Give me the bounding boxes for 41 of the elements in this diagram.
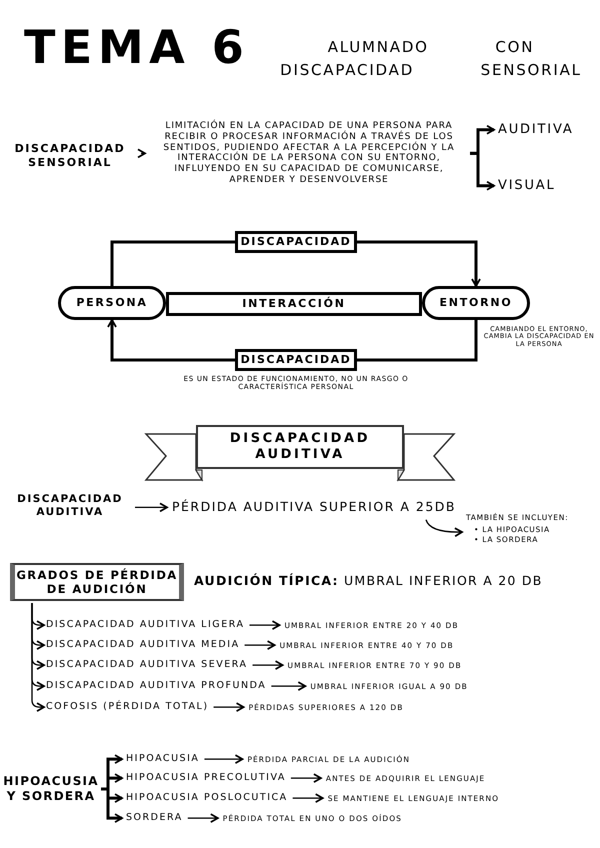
heading-text: HIPOACUSIA Y SORDERA xyxy=(2,774,100,804)
arrow xyxy=(135,502,168,512)
arrow xyxy=(31,603,45,712)
item-text: DISCAPACIDAD AUDITIVA SEVERA xyxy=(46,658,248,672)
arrow xyxy=(214,702,244,712)
category-text: AUDITIVA xyxy=(498,120,574,140)
scroll-banner: GRADOS DE PÉRDIDA DE AUDICIÓN xyxy=(10,563,184,601)
subtitle: ALUMNADO CON DISCAPACIDAD SENSORIAL xyxy=(279,37,583,80)
item-text: HIPOACUSIA POSLOCUTICA xyxy=(126,791,288,806)
pill-node: ENTORNO xyxy=(422,286,530,320)
arrow xyxy=(204,754,244,764)
arrow xyxy=(244,640,276,650)
arrow xyxy=(188,813,219,824)
definition-text: AUDICIÓN TÍPICA: UMBRAL INFERIOR A 20 DB xyxy=(194,572,543,590)
label-box: DISCAPACIDAD xyxy=(235,349,357,371)
arrow xyxy=(249,620,280,630)
item-text: HIPOACUSIA xyxy=(126,752,200,766)
item-text: SORDERA xyxy=(126,811,183,826)
pill-node: PERSONA xyxy=(58,286,166,320)
item-text: DISCAPACIDAD AUDITIVA PROFUNDA xyxy=(46,679,266,694)
title: TEMA 6 xyxy=(24,24,250,70)
item-text: COFOSIS (PÉRDIDA TOTAL) xyxy=(46,700,209,714)
definition-text: LIMITACIÓN EN LA CAPACIDAD DE UNA PERSONA PARA RECIBIR O PROCESAR INFORMACIÓN A TRAVÉS DE LOS SENTIDOS, PUDIENDO AFECTAR A LA PERCEPCIÓN Y LA INTERACCIÓN DE LA PERSONA CON SU ENTORNO, INFLUYENDO EN SU CAPACIDAD DE COMUNICARSE, APRENDER Y DESENVOLVERSE xyxy=(150,121,468,186)
arrow xyxy=(290,773,322,784)
item-text: DISCAPACIDAD AUDITIVA MEDIA xyxy=(46,638,240,652)
arrow xyxy=(292,793,324,804)
arrow xyxy=(252,660,284,670)
item-text: DISCAPACIDAD AUDITIVA LIGERA xyxy=(46,618,244,632)
heading-text: DISCAPACIDAD SENSORIAL xyxy=(4,142,136,170)
arrow xyxy=(425,520,463,537)
arrow xyxy=(470,152,495,191)
arrow xyxy=(357,240,481,287)
label-box: DISCAPACIDAD xyxy=(235,231,357,253)
category-text: VISUAL xyxy=(498,176,556,196)
arrow xyxy=(137,148,146,158)
item-text: HIPOACUSIA PRECOLUTIVA xyxy=(126,771,286,786)
arrow xyxy=(271,681,306,692)
heading-text: DISCAPACIDAD AUDITIVA xyxy=(10,493,130,520)
arrow xyxy=(107,319,235,362)
process-box: INTERACCIÓN xyxy=(166,292,422,316)
definition-text: PÉRDIDA AUDITIVA SUPERIOR A 25DB xyxy=(172,498,456,517)
